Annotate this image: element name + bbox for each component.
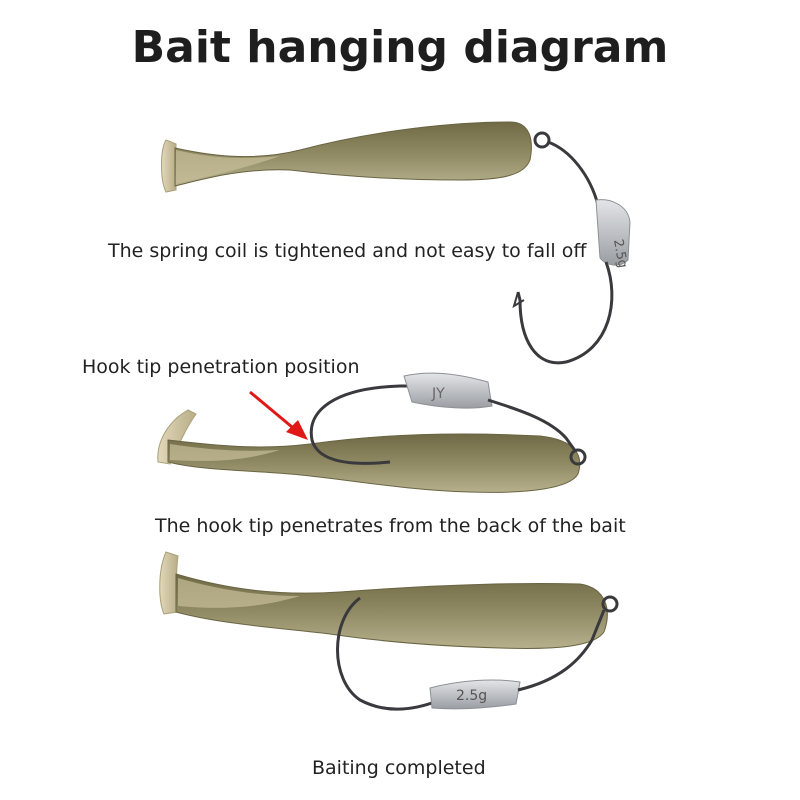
red-arrow-icon xyxy=(249,390,308,440)
caption-hook-penetrates: The hook tip penetrates from the back of… xyxy=(155,515,626,537)
weighted-hook-icon: JY xyxy=(309,372,587,466)
soft-bait-icon xyxy=(159,551,608,649)
soft-bait-icon xyxy=(157,409,581,493)
weight-label-bottom: 2.5g xyxy=(456,688,487,704)
diagram-title: Bait hanging diagram xyxy=(131,22,669,73)
weighted-hook-icon: 2.5g xyxy=(512,131,631,365)
weighted-hook-icon: 2.5g xyxy=(336,595,619,711)
caption-hook-tip-position: Hook tip penetration position xyxy=(82,356,360,378)
weight-label-top: 2.5g xyxy=(610,238,630,269)
weight-label-middle: JY xyxy=(431,386,445,402)
caption-spring-coil: The spring coil is tightened and not eas… xyxy=(108,240,587,262)
caption-baiting-completed: Baiting completed xyxy=(312,757,486,779)
soft-bait-icon xyxy=(161,121,532,193)
